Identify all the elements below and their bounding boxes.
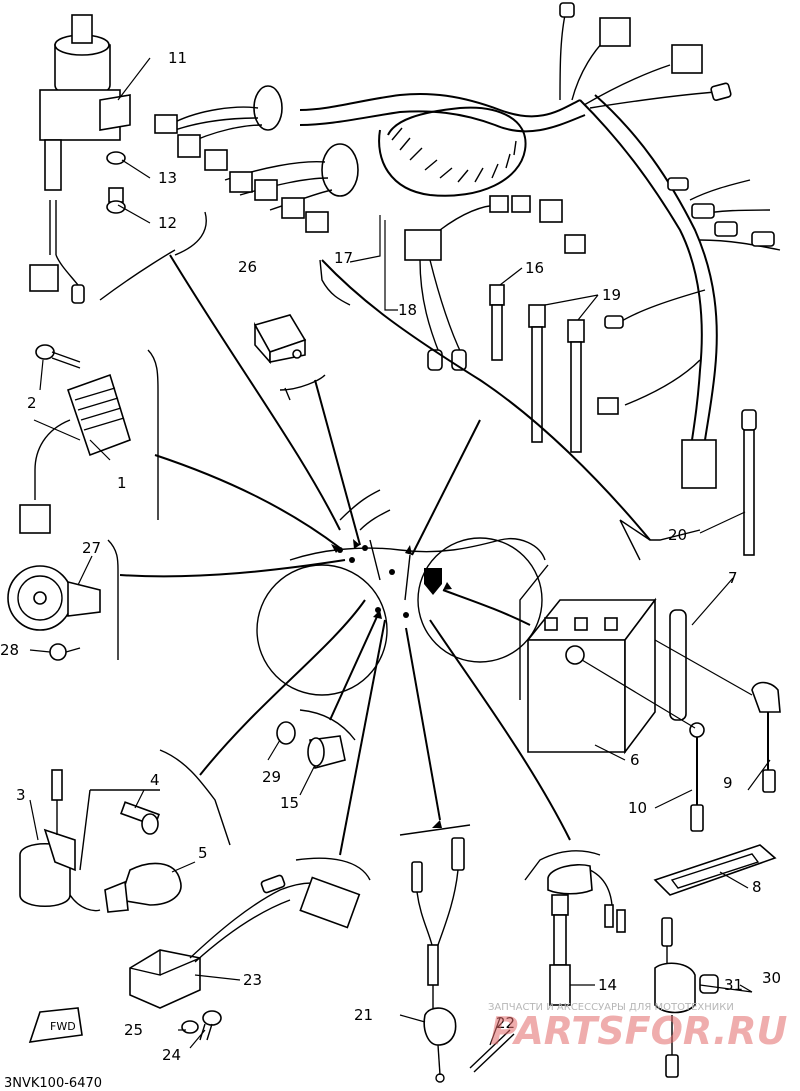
leader-lines bbox=[29, 57, 771, 1049]
callout-29: 29 bbox=[262, 768, 281, 786]
callout-5: 5 bbox=[198, 844, 208, 862]
drawing-code: 3NVK100-6470 bbox=[4, 1076, 102, 1091]
callout-25: 25 bbox=[124, 1021, 143, 1039]
callout-23: 23 bbox=[243, 971, 262, 989]
igniter-unit-23 bbox=[129, 874, 361, 1009]
battery-cable-9 bbox=[654, 639, 781, 793]
bolt-2 bbox=[35, 344, 81, 369]
ignition-coil-3 bbox=[19, 769, 101, 912]
main-switch-11 bbox=[29, 14, 131, 304]
callout-19: 19 bbox=[602, 286, 621, 304]
callout-7: 7 bbox=[728, 569, 738, 587]
front-brake-switch-14 bbox=[547, 863, 626, 1006]
callout-2: 2 bbox=[27, 394, 37, 412]
callout-numbers: 11 13 12 26 17 18 16 19 20 7 9 10 8 6 2 … bbox=[0, 49, 781, 1064]
fwd-arrow: FWD bbox=[28, 1007, 83, 1043]
washer-25 bbox=[181, 1020, 199, 1034]
callout-24: 24 bbox=[162, 1046, 181, 1064]
bolt-4 bbox=[120, 801, 160, 835]
callout-11: 11 bbox=[168, 49, 187, 67]
callout-9: 9 bbox=[723, 774, 733, 792]
watermark-tagline: ЗАПЧАСТИ И АКСЕССУАРЫ ДЛЯ МОТОТЕХНИКИ bbox=[488, 1002, 734, 1013]
horn-27 bbox=[7, 565, 101, 631]
callout-12: 12 bbox=[158, 214, 177, 232]
callout-20: 20 bbox=[668, 526, 687, 544]
battery-6 bbox=[526, 597, 657, 755]
cable-tie-20 bbox=[741, 409, 757, 556]
spark-plug-cap-5 bbox=[104, 862, 182, 913]
breather-pipe-7 bbox=[669, 609, 687, 721]
switch-30-31 bbox=[654, 917, 719, 1078]
callout-22: 22 bbox=[496, 1014, 515, 1032]
callout-31: 31 bbox=[724, 976, 743, 994]
callout-10: 10 bbox=[628, 799, 647, 817]
watermark: ЗАПЧАСТИ И АКСЕССУАРЫ ДЛЯ МОТОТЕХНИКИ PA… bbox=[488, 1002, 788, 1053]
callout-3: 3 bbox=[16, 786, 26, 804]
callout-17: 17 bbox=[334, 249, 353, 267]
callout-30: 30 bbox=[762, 969, 781, 987]
rectifier-regulator-1 bbox=[19, 373, 131, 534]
callout-4: 4 bbox=[150, 771, 160, 789]
cable-ties-19 bbox=[528, 304, 585, 453]
wire-harness bbox=[154, 2, 781, 489]
callout-21: 21 bbox=[354, 1006, 373, 1024]
screw-12 bbox=[106, 187, 126, 214]
callout-16: 16 bbox=[525, 259, 544, 277]
flasher-relay-26 bbox=[253, 314, 307, 365]
washer-13 bbox=[106, 151, 126, 165]
bolt-28 bbox=[49, 643, 81, 661]
battery-cable-10 bbox=[581, 659, 705, 832]
callout-18: 18 bbox=[398, 301, 417, 319]
callout-14: 14 bbox=[598, 976, 617, 994]
callout-6: 6 bbox=[630, 751, 640, 769]
bolt-24 bbox=[199, 1010, 222, 1041]
callout-26: 26 bbox=[238, 258, 257, 276]
washer-29 bbox=[276, 721, 296, 745]
battery-band-8 bbox=[653, 844, 777, 896]
rear-brake-switch-21 bbox=[411, 837, 465, 1083]
fwd-label: FWD bbox=[50, 1020, 76, 1033]
cable-tie-16 bbox=[489, 284, 505, 361]
watermark-logo: PARTSFOR.RU bbox=[490, 1009, 788, 1053]
callout-1: 1 bbox=[117, 474, 127, 492]
neutral-switch-15 bbox=[307, 735, 346, 769]
callout-28: 28 bbox=[0, 641, 19, 659]
callout-27: 27 bbox=[82, 539, 101, 557]
callout-8: 8 bbox=[752, 878, 762, 896]
callout-13: 13 bbox=[158, 169, 177, 187]
spring-22 bbox=[469, 1029, 515, 1073]
callout-15: 15 bbox=[280, 794, 299, 812]
